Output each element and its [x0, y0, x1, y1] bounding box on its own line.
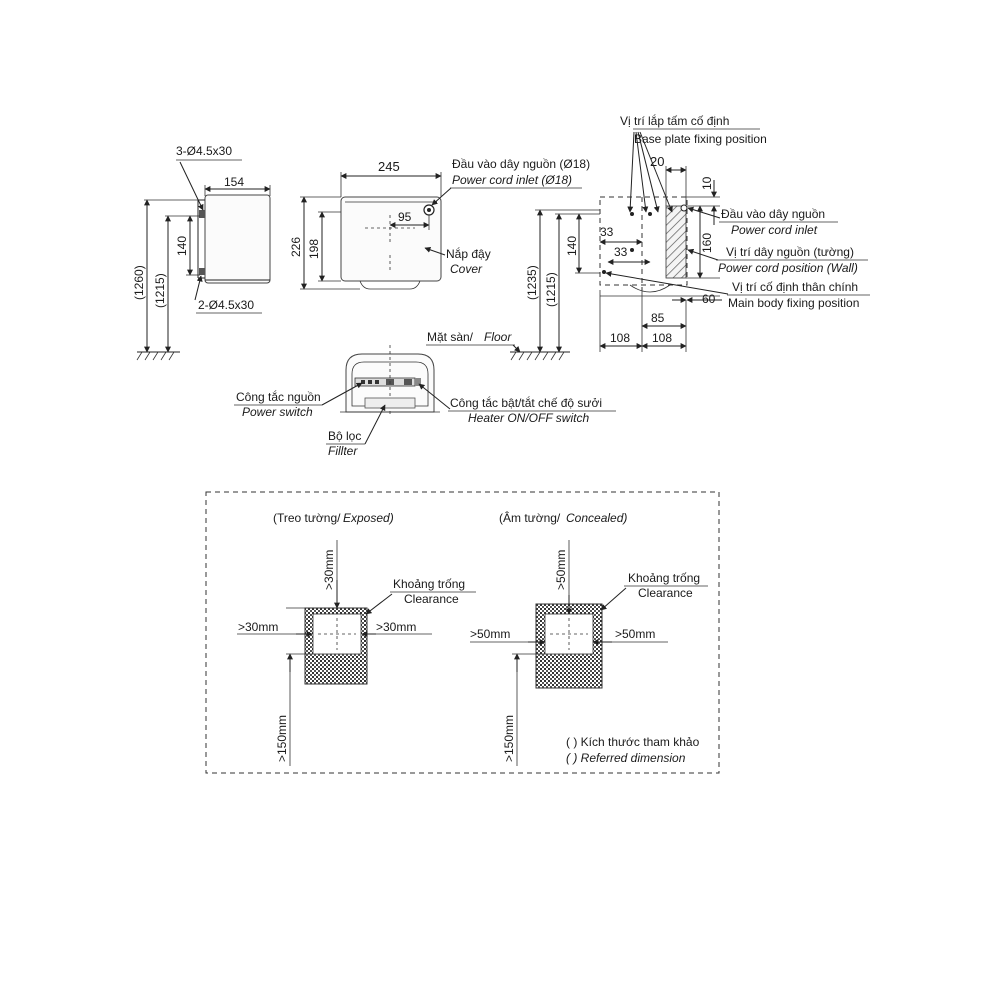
- concealed-clearance-label-vi: Khoảng trống: [628, 571, 700, 585]
- heater-switch-label-en: Heater ON/OFF switch: [468, 411, 589, 425]
- exposed-top-label: >30mm: [322, 550, 336, 590]
- cover-label-en: Cover: [450, 262, 483, 276]
- wall-dim-10-label: 10: [700, 176, 714, 190]
- power-switch-label-en: Power switch: [242, 405, 313, 419]
- power-inlet-label-en: Power cord inlet (Ø18): [452, 173, 572, 187]
- front-height-198-label: 198: [307, 239, 321, 259]
- base-plate-label-en: Base plate fixing position: [634, 132, 767, 146]
- exposed-left-label: >30mm: [238, 620, 278, 634]
- concealed-right-label: >50mm: [615, 627, 655, 641]
- note-label-vi: ( ) Kích thước tham khảo: [566, 735, 700, 749]
- wall-dim-108a-label: 108: [610, 331, 630, 345]
- cord-pos-label-en: Power cord position (Wall): [718, 261, 858, 275]
- side-height-140-label: 140: [175, 236, 189, 256]
- floor-label-en: Floor: [484, 330, 512, 344]
- exposed-title-en: Exposed): [343, 511, 394, 525]
- base-plate-label-vi: Vị trí lắp tấm cố định: [620, 113, 729, 128]
- wall-dim-33a-label: 33: [600, 225, 614, 239]
- filter-label-en: Fillter: [328, 444, 358, 458]
- side-view-body: [204, 194, 271, 284]
- wall-dim-1215-label: (1215): [544, 272, 558, 307]
- concealed-bottom-label: >150mm: [502, 715, 516, 762]
- wall-dim-108b-label: 108: [652, 331, 672, 345]
- note-label-en: ( ) Referred dimension: [566, 751, 686, 765]
- front-width-label: 245: [378, 159, 400, 174]
- wall-dim-33b-label: 33: [614, 245, 628, 259]
- front-height-226-label: 226: [289, 237, 303, 257]
- exposed-clearance-label-en: Clearance: [404, 592, 459, 606]
- concealed-top-label: >50mm: [554, 550, 568, 590]
- wall-dim-1235-label: (1235): [525, 265, 539, 300]
- clearance-panel: [205, 491, 720, 774]
- front-view: 245 95 226 198 Đầu vào dây nguồn (Ø18) P…: [289, 157, 590, 290]
- base-plate-hatch: [665, 205, 687, 279]
- exposed-right-label: >30mm: [376, 620, 416, 634]
- cord-pos-label-vi: Vị trí dây nguồn (tường): [726, 245, 854, 259]
- power-inlet-label-vi: Đầu vào dây nguồn (Ø18): [452, 157, 590, 171]
- wall-inlet-label-vi: Đầu vào dây nguồn: [721, 207, 825, 221]
- power-switch-label-vi: Công tắc nguồn: [236, 389, 321, 404]
- exposed-title-vi: (Treo tường/: [273, 511, 341, 525]
- floor-label-vi: Mặt sàn/: [427, 330, 474, 344]
- exposed-clearance-label-vi: Khoảng trống: [393, 577, 465, 591]
- clearance-concealed: (Âm tường/ Concealed) >50mm >50mm >50mm …: [470, 510, 708, 766]
- side-screw-bottom-label: 2-Ø4.5x30: [198, 298, 254, 312]
- wall-dim-140-label: 140: [565, 236, 579, 256]
- cover-label-vi: Nắp đậy: [446, 246, 491, 261]
- wall-dim-60-label: 60: [702, 292, 716, 306]
- wall-dim-160-label: 160: [700, 233, 714, 253]
- wall-dim-20-label: 20: [650, 154, 664, 169]
- side-view: 3-Ø4.5x30 154 140 (1215) (1260) 2-Ø4.5x3…: [132, 144, 271, 361]
- heater-switch-label-vi: Công tắc bật/tắt chế độ sưởi: [450, 395, 602, 410]
- body-fix-label-vi: Vị trí cố định thân chính: [732, 280, 858, 294]
- floor-marker: Mặt sàn/ Floor: [426, 330, 521, 353]
- concealed-left-label: >50mm: [470, 627, 510, 641]
- wall-dim-85-label: 85: [651, 311, 665, 325]
- side-width-label: 154: [224, 175, 244, 189]
- concealed-title-vi: (Âm tường/: [499, 510, 561, 525]
- side-screw-top-label: 3-Ø4.5x30: [176, 144, 232, 158]
- exposed-bottom-label: >150mm: [275, 715, 289, 762]
- side-height-1260-label: (1260): [132, 265, 146, 300]
- concealed-title-en: Concealed): [566, 511, 627, 525]
- side-height-1215-label: (1215): [153, 273, 167, 308]
- concealed-clearance-label-en: Clearance: [638, 586, 693, 600]
- body-fix-label-en: Main body fixing position: [728, 296, 859, 310]
- clearance-exposed: (Treo tường/ Exposed) >30mm >30mm >30mm …: [237, 511, 476, 766]
- wall-view: Vị trí lắp tấm cố định Base plate fixing…: [510, 113, 870, 361]
- filter-label-vi: Bộ lọc: [328, 429, 361, 443]
- wall-inlet-label-en: Power cord inlet: [731, 223, 818, 237]
- front-view-body: [340, 196, 442, 282]
- bottom-view: Công tắc nguồn Power switch Công tắc bật…: [234, 345, 616, 458]
- front-offset-95-label: 95: [398, 210, 412, 224]
